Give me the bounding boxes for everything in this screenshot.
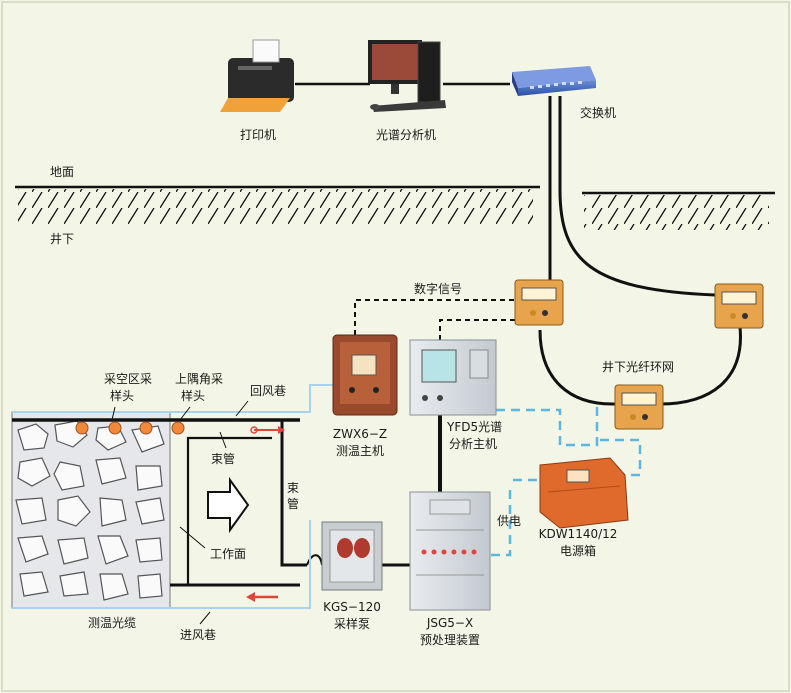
coal-seam xyxy=(11,411,171,609)
working-face-label: 工作面 xyxy=(210,547,247,561)
ring-segment-right xyxy=(659,326,742,406)
kgs-model-label: KGS−120 xyxy=(323,600,381,614)
jsg-name-label: 预处理装置 xyxy=(419,633,481,647)
bundle-tube-pointer xyxy=(219,431,227,449)
corner-probe-label-1: 上隅角采 xyxy=(174,372,224,386)
signal-line-yfd xyxy=(439,319,515,340)
tube-crossing xyxy=(306,554,323,566)
junction-box-icon xyxy=(514,279,564,326)
zwx-host-device xyxy=(332,334,398,416)
yfd-host-device xyxy=(409,339,497,416)
junction-box-icon xyxy=(714,283,764,329)
signal-line-zwx xyxy=(354,299,515,335)
ground-label: 地面 xyxy=(50,165,75,179)
kdw-name-label: 电源箱 xyxy=(559,544,597,558)
ground-surface xyxy=(15,185,775,230)
bundle-tube-line xyxy=(280,420,307,567)
kdw-model-label: KDW1140/12 xyxy=(538,527,618,541)
network-switch-icon xyxy=(512,66,596,96)
temp-cable-link xyxy=(300,384,335,413)
return-airway-pointer xyxy=(235,400,249,417)
intake-airway-pointer xyxy=(199,611,211,625)
jsg-pretreatment-device xyxy=(409,491,491,611)
underground-label: 井下 xyxy=(50,232,75,246)
power-supply-label: 供电 xyxy=(497,514,522,528)
fiber-ring-label: 井下光纤环网 xyxy=(602,360,675,374)
return-airway-label: 回风巷 xyxy=(250,384,287,398)
return-air-arrow xyxy=(250,426,285,434)
working-face-frame xyxy=(186,436,272,585)
kgs-pump-device xyxy=(321,521,383,591)
computer-icon xyxy=(368,40,446,112)
bundle-tube-label: 束管 xyxy=(211,452,236,466)
printer-icon xyxy=(220,39,294,112)
corner-probe-pointer xyxy=(179,406,191,421)
goaf-probe-label-1: 采空区采 xyxy=(103,372,153,386)
goaf-probe-label-2: 样头 xyxy=(109,389,135,403)
ring-segment-left xyxy=(538,329,616,406)
working-face-pointer xyxy=(179,526,206,549)
digital-signal-label: 数字信号 xyxy=(414,282,463,296)
face-advance-arrow xyxy=(207,476,250,534)
junction-box-icon xyxy=(614,384,664,430)
kgs-name-label: 采样泵 xyxy=(333,617,371,631)
analyzer-pc-label: 光谱分析机 xyxy=(375,128,437,142)
zwx-model-label: ZWX6−Z xyxy=(332,427,388,441)
intake-airway-label: 进风巷 xyxy=(180,628,217,642)
intake-air-arrow xyxy=(246,592,278,602)
sampling-probes xyxy=(75,421,185,435)
goaf-probe-pointer xyxy=(111,406,116,421)
corner-probe-label-2: 样头 xyxy=(180,389,206,403)
yfd-name-label: 分析主机 xyxy=(449,437,498,451)
printer-label: 打印机 xyxy=(239,128,277,142)
temp-cable-label: 测温光缆 xyxy=(88,616,137,630)
power-lines xyxy=(485,405,642,557)
zwx-name-label: 测温主机 xyxy=(335,444,385,458)
jsg-model-label: JSG5−X xyxy=(426,616,474,630)
kdw-power-box xyxy=(539,457,629,529)
switch-label: 交换机 xyxy=(580,106,617,120)
fiber-down-right xyxy=(558,96,716,297)
intake-cable-link xyxy=(300,520,311,609)
yfd-model-label: YFD5光谱 xyxy=(447,420,503,434)
bundle-tube-vertical-label: 束管 xyxy=(286,481,299,511)
